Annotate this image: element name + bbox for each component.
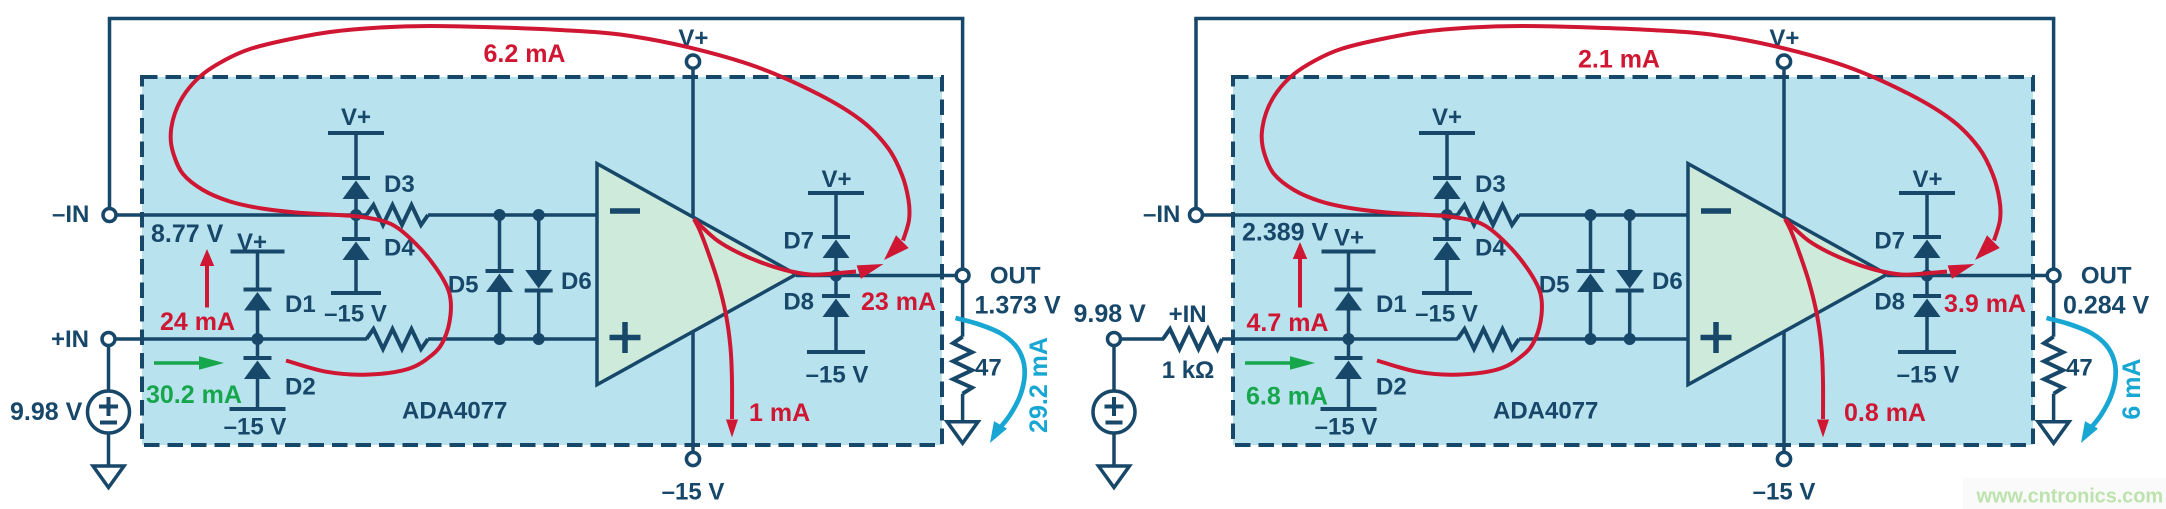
svg-text:–15 V: –15 V [1415, 301, 1478, 328]
svg-text:V+: V+ [1912, 166, 1942, 193]
svg-text:9.98 V: 9.98 V [1074, 300, 1147, 328]
svg-text:–15 V: –15 V [324, 301, 387, 328]
svg-text:+IN: +IN [51, 326, 89, 353]
svg-text:D2: D2 [285, 374, 316, 401]
svg-text:6.2 mA: 6.2 mA [484, 40, 566, 68]
svg-text:–15 V: –15 V [1897, 361, 1960, 388]
svg-text:–IN: –IN [1143, 201, 1180, 228]
svg-text:–IN: –IN [52, 201, 89, 228]
svg-text:V+: V+ [1334, 225, 1364, 252]
svg-text:–15 V: –15 V [224, 414, 287, 441]
svg-text:+IN: +IN [1169, 301, 1207, 328]
svg-text:9.98 V: 9.98 V [10, 398, 83, 426]
svg-text:D3: D3 [1475, 171, 1506, 198]
svg-text:1 mA: 1 mA [749, 399, 810, 427]
svg-text:4.7 mA: 4.7 mA [1247, 309, 1329, 337]
svg-text:D2: D2 [1376, 374, 1407, 401]
svg-text:D5: D5 [448, 272, 479, 299]
svg-text:6 mA: 6 mA [2118, 358, 2146, 419]
svg-text:47: 47 [975, 355, 1002, 382]
svg-text:0.284 V: 0.284 V [2063, 292, 2150, 320]
svg-text:D6: D6 [561, 268, 592, 295]
svg-text:2.389 V: 2.389 V [1242, 219, 1329, 247]
svg-text:V+: V+ [237, 229, 267, 256]
svg-text:D1: D1 [1376, 291, 1407, 318]
svg-text:8.77 V: 8.77 V [151, 220, 224, 248]
svg-text:23 mA: 23 mA [861, 288, 936, 316]
svg-text:2.1 mA: 2.1 mA [1578, 46, 1660, 74]
svg-text:–15 V: –15 V [1315, 414, 1378, 441]
svg-text:6.8 mA: 6.8 mA [1246, 383, 1328, 411]
svg-text:V+: V+ [341, 104, 371, 131]
svg-text:D1: D1 [285, 291, 316, 318]
svg-text:47: 47 [2066, 355, 2093, 382]
svg-text:24 mA: 24 mA [160, 308, 235, 336]
svg-text:V+: V+ [1432, 104, 1462, 131]
svg-text:–15 V: –15 V [1753, 479, 1816, 506]
svg-text:D6: D6 [1652, 268, 1683, 295]
svg-text:OUT: OUT [990, 263, 1041, 290]
svg-text:D7: D7 [783, 228, 814, 255]
svg-text:D8: D8 [1874, 289, 1905, 316]
svg-text:0.8 mA: 0.8 mA [1844, 399, 1926, 427]
svg-text:V+: V+ [821, 166, 851, 193]
svg-text:29.2 mA: 29.2 mA [1025, 337, 1053, 433]
svg-text:ADA4077: ADA4077 [1493, 398, 1598, 425]
svg-text:ADA4077: ADA4077 [402, 398, 507, 425]
svg-text:D7: D7 [1874, 228, 1905, 255]
svg-text:1 kΩ: 1 kΩ [1162, 357, 1215, 384]
svg-text:OUT: OUT [2081, 263, 2132, 290]
svg-text:D5: D5 [1539, 272, 1570, 299]
svg-text:D3: D3 [384, 171, 415, 198]
svg-text:3.9 mA: 3.9 mA [1944, 290, 2026, 318]
svg-text:30.2 mA: 30.2 mA [146, 381, 242, 409]
svg-text:www.cntronics.com: www.cntronics.com [1976, 486, 2163, 508]
svg-text:1.373 V: 1.373 V [975, 292, 1062, 320]
svg-text:–15 V: –15 V [662, 479, 725, 506]
svg-text:–15 V: –15 V [806, 361, 869, 388]
svg-text:D8: D8 [783, 289, 814, 316]
